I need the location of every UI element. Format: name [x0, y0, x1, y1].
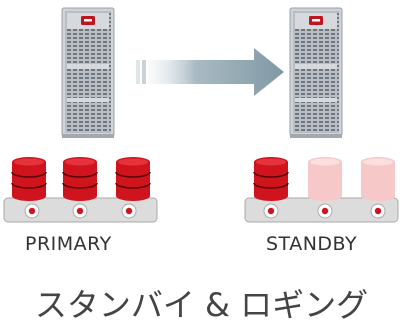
standby-database-group: [253, 157, 395, 201]
standby-database-icon: [253, 157, 289, 201]
primary-database-icon: [62, 157, 98, 201]
primary-label: PRIMARY: [25, 233, 112, 255]
primary-database-icon: [115, 157, 151, 201]
standby-conveyor: [244, 197, 399, 223]
standby-server-icon: [289, 7, 343, 138]
standby-database-icon: [361, 157, 395, 201]
diagram-title: スタンバイ & ロギング: [34, 286, 369, 324]
primary-database-icon: [11, 157, 47, 201]
replication-arrow-icon: [136, 48, 284, 96]
primary-conveyor: [3, 197, 158, 223]
primary-database-group: [11, 157, 151, 201]
primary-server-icon: [61, 7, 115, 138]
standby-database-icon: [308, 157, 342, 201]
standby-label: STANDBY: [266, 233, 358, 255]
